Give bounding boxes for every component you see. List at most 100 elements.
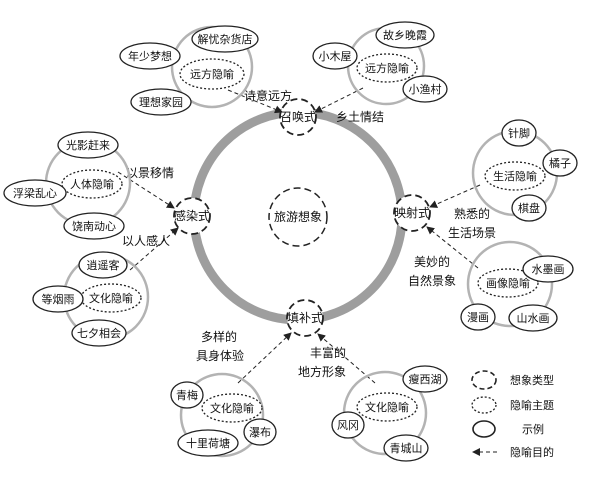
example-ellipse: [119, 42, 181, 70]
example-ellipse: [243, 418, 277, 446]
cluster-renti: 人体隐喻 光影赶来 浮梁乱心 饶南动心: [3, 131, 132, 240]
edge-label-bottom-left-1: 多样的: [201, 329, 237, 344]
edge-label-left-top: 以景移情: [126, 166, 174, 180]
example-label: 七夕相会: [77, 327, 121, 340]
legend-item-example: 示例: [472, 420, 544, 438]
example-label: 逍遥客: [87, 258, 120, 272]
example-ellipse: [130, 88, 192, 116]
cluster-wenhua-bottom-right: 文化隐喻 瘦西湖 风冈 青城山: [331, 365, 448, 462]
legend-label: 隐喻目的: [510, 445, 554, 459]
theme-label: 文化隐喻: [365, 400, 409, 414]
example-label: 针脚: [508, 126, 530, 140]
example-ellipse: [402, 75, 448, 103]
example-label: 等烟雨: [42, 292, 75, 306]
example-ellipse: [170, 381, 204, 409]
theme-ellipse: [61, 169, 123, 199]
example-ellipse: [460, 303, 496, 331]
example-ellipse: [511, 194, 547, 222]
example-label: 漫画: [467, 310, 489, 324]
edge-label-top-left: 诗意远方: [244, 88, 292, 103]
example-ellipse: [383, 434, 429, 462]
example-ellipse: [63, 212, 125, 240]
node-top: 召唤式: [279, 98, 317, 136]
edge-label-bottom-right-2: 地方形象: [298, 364, 346, 379]
legend-swatch-solid-ellipse: [472, 420, 496, 438]
example-label: 年少梦想: [128, 49, 172, 63]
example-label: 理想家园: [139, 95, 183, 109]
example-ellipse: [501, 119, 537, 147]
legend-item-arrow: 隐喻目的: [472, 445, 554, 459]
example-label: 解忧杂货店: [198, 32, 253, 46]
cluster-xiangtu: 远方隐喻 故乡晚霞 小木屋 小渔村: [312, 21, 448, 106]
example-label: 小木屋: [319, 50, 352, 63]
arrow-shenghuo-to-right: [429, 184, 481, 208]
example-label: 风冈: [337, 419, 359, 432]
example-label: 故乡晚霞: [383, 28, 427, 42]
example-label: 瘦西湖: [409, 372, 442, 386]
cluster-ring: [179, 372, 265, 458]
node-right-label: 映射式: [394, 205, 430, 220]
theme-ellipse: [356, 53, 418, 83]
edge-label-right-bottom-1: 美妙的: [414, 254, 450, 269]
edge-label-right-top-2: 生活场景: [448, 226, 496, 240]
example-label: 山水画: [517, 312, 550, 325]
example-ellipse: [32, 285, 84, 313]
theme-label: 文化隐喻: [210, 401, 254, 415]
example-ellipse: [542, 149, 578, 177]
node-bottom-label: 填补式: [287, 311, 323, 325]
example-ellipse: [522, 255, 574, 283]
example-label: 十里荷塘: [186, 436, 230, 450]
arrow-wenhua-bl-to-bottom: [237, 332, 292, 384]
example-ellipse: [375, 21, 435, 49]
arrow-wenhua-left-to-left: [129, 227, 179, 271]
center-label: 旅游想象: [274, 209, 322, 224]
example-label: 瀑布: [249, 426, 271, 439]
edge-label-right-top-1: 熟悉的: [454, 206, 490, 221]
edge-label-bottom-right-1: 丰富的: [310, 345, 346, 360]
theme-label: 生活隐喻: [493, 169, 537, 183]
example-ellipse: [508, 304, 558, 332]
cluster-wenhua-left: 文化隐喻 逍遥客 等烟雨 七夕相会: [32, 251, 150, 347]
theme-label: 远方隐喻: [365, 61, 409, 75]
example-label: 小渔村: [409, 82, 442, 96]
theme-label: 人体隐喻: [70, 177, 114, 191]
legend-label: 示例: [522, 422, 544, 436]
legend-item-theme: 隐喻主题: [471, 396, 554, 414]
node-bottom: 填补式: [286, 299, 324, 337]
theme-label: 画像隐喻: [486, 276, 530, 290]
arrow-wenhua-br-to-bottom: [317, 333, 376, 384]
edge-label-top-right: 乡土情结: [336, 110, 384, 124]
legend-swatch-dashed-circle: [471, 370, 497, 390]
example-label: 棋盘: [518, 201, 540, 215]
example-ellipse: [71, 319, 127, 347]
example-ellipse: [331, 411, 365, 439]
example-ellipse: [402, 365, 448, 393]
example-label: 青城山: [390, 442, 423, 455]
edge-label-left-bottom: 以人感人: [122, 233, 170, 248]
edge-label-bottom-left-2: 具身体验: [196, 348, 244, 363]
example-ellipse: [312, 42, 358, 70]
cluster-ring: [466, 240, 554, 328]
edge-label-right-bottom-2: 自然景象: [408, 273, 456, 288]
example-label: 浮梁乱心: [13, 186, 57, 200]
example-ellipse: [177, 429, 239, 457]
legend-item-type: 想象类型: [471, 370, 554, 390]
cluster-yuanfang: 远方隐喻 解忧杂货店 年少梦想 理想家园: [119, 25, 259, 116]
example-ellipse: [3, 179, 67, 207]
legend-swatch-dotted-ellipse: [471, 396, 497, 414]
example-label: 水墨画: [532, 263, 565, 276]
cluster-shenghuo: 生活隐喻 针脚 橘子 棋盘: [471, 119, 578, 222]
theme-ellipse: [179, 58, 245, 90]
node-top-label: 召唤式: [280, 110, 316, 124]
legend-label: 想象类型: [510, 373, 554, 387]
example-label: 光影赶来: [66, 138, 110, 152]
theme-label: 文化隐喻: [89, 291, 133, 305]
example-ellipse: [191, 25, 259, 53]
example-label: 饶南动心: [72, 220, 116, 233]
cluster-huaxiang: 画像隐喻 水墨画 漫画 山水画: [460, 240, 574, 332]
theme-ellipse: [201, 393, 263, 423]
arrow-xiangtu-to-top: [314, 87, 364, 113]
center-node: [268, 187, 328, 247]
example-label: 橘子: [549, 157, 571, 170]
